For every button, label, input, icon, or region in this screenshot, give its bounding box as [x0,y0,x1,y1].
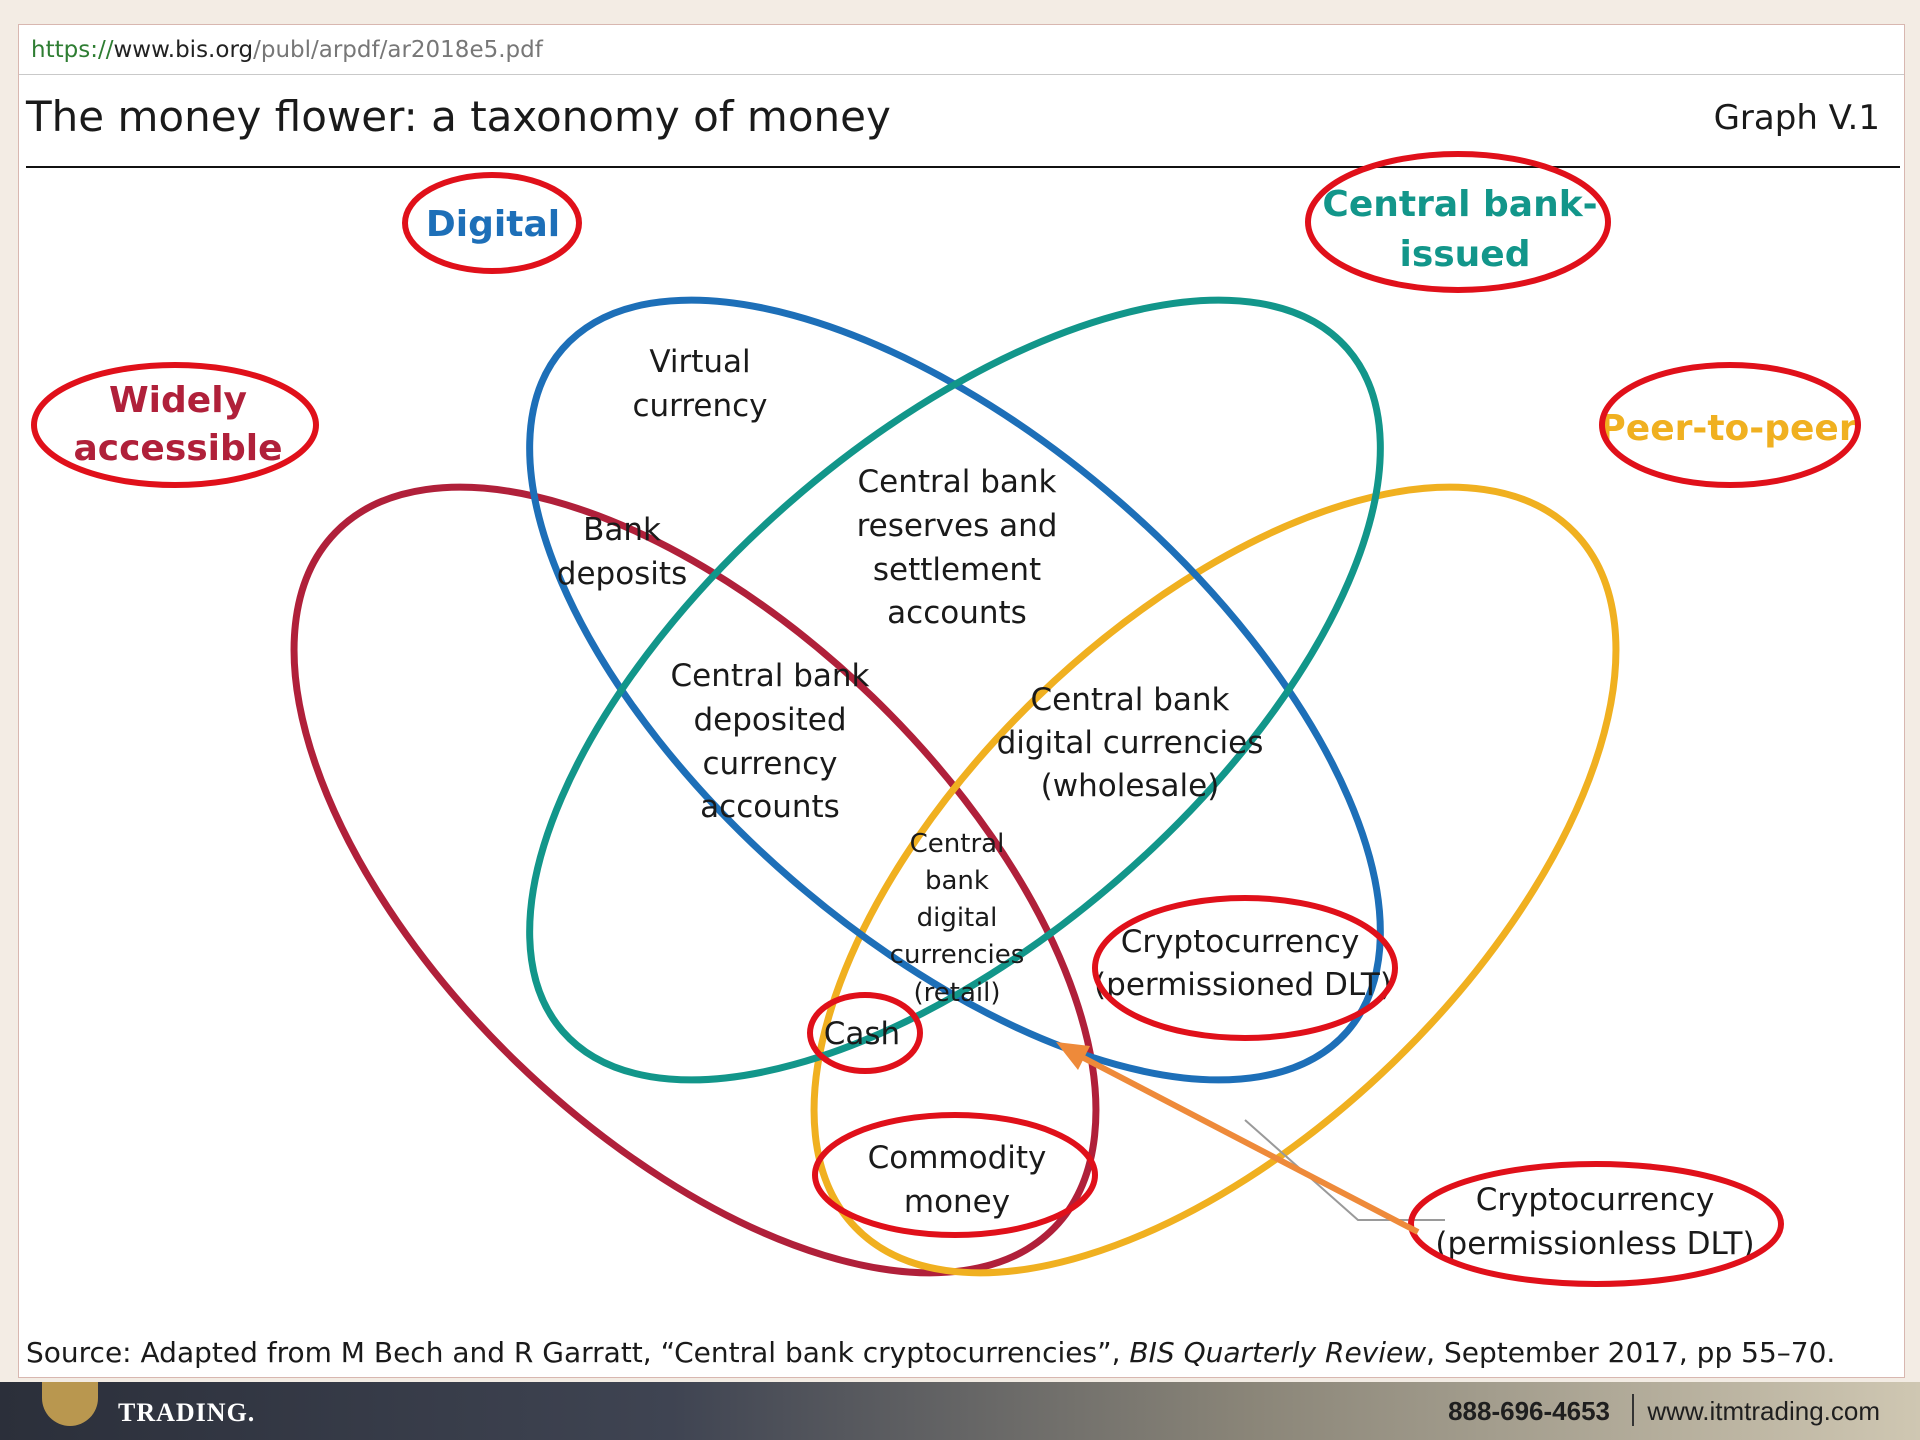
region-cash: Cash [824,1016,900,1052]
region-crypto-permissionless-1: Cryptocurrency [1476,1182,1715,1218]
label-digital: Digital [426,204,560,245]
label-widely-accessible-2: accessible [73,428,282,469]
region-virtual-1: Virtual [649,344,750,380]
footer-website[interactable]: www.itmtrading.com [1647,1396,1880,1426]
highlight-peer-to-peer [1599,362,1861,488]
region-retail-3: digital [917,903,998,933]
region-reserves-2: reserves and [857,508,1058,544]
footer-bar: TRADING. 888-696-4653 www.itmtrading.com [0,1382,1920,1440]
region-wholesale-2: digital currencies [997,725,1264,761]
source-note: Source: Adapted from M Bech and R Garrat… [26,1336,1835,1369]
footer-separator [1632,1394,1634,1426]
graph-number: Graph V.1 [1713,98,1880,138]
region-commodity-1: Commodity [868,1140,1047,1176]
region-deposited-3: currency [702,746,837,782]
highlight-commodity [812,1112,1098,1238]
title-rule [26,166,1900,168]
petal-peer-to-peer [810,483,1620,1277]
figure-title: The money flower: a taxonomy of money [26,92,891,141]
label-central-bank-issued-1: Central bank- [1322,184,1597,225]
highlight-digital [402,172,582,274]
region-retail-4: currencies [890,940,1025,970]
region-crypto-permissioned-2: (permissioned DLT) [1094,967,1392,1003]
url-scheme: https:// [31,37,114,63]
region-commodity-2: money [904,1184,1010,1220]
region-crypto-permissioned-1: Cryptocurrency [1121,924,1360,960]
region-retail-2: bank [925,866,989,896]
url-host: www.bis.org [113,37,254,63]
itm-logo-icon [42,1382,98,1426]
footer-phone: 888-696-4653 [1448,1396,1610,1426]
pointer-arrow-shaft [1074,1051,1420,1235]
source-suffix: , September 2017, pp 55–70. [1426,1336,1836,1369]
highlight-crypto-permissioned [1092,895,1398,1041]
leader-line [1244,1119,1445,1221]
region-deposited-1: Central bank [670,658,869,694]
url-bar[interactable]: https://www.bis.org/publ/arpdf/ar2018e5.… [19,25,1904,75]
region-retail-5: (retail) [914,978,1001,1008]
document-frame: https://www.bis.org/publ/arpdf/ar2018e5.… [18,24,1905,1378]
pointer-arrow-head [1056,1042,1090,1070]
url-path: /publ/arpdf/ar2018e5.pdf [253,37,543,63]
highlight-widely-accessible [31,362,319,488]
region-virtual-2: currency [632,388,767,424]
label-widely-accessible-1: Widely [109,380,247,421]
region-deposits-1: Bank [583,512,661,548]
region-deposited-4: accounts [700,789,840,825]
region-wholesale-1: Central bank [1030,682,1229,718]
source-prefix: Source: Adapted from M Bech and R Garrat… [26,1336,1130,1369]
highlight-cash [807,992,923,1074]
highlight-central-bank-issued [1305,151,1611,293]
region-reserves-3: settlement [873,552,1041,588]
region-deposited-2: deposited [693,702,846,738]
region-crypto-permissionless-2: (permissionless DLT) [1435,1226,1754,1262]
label-central-bank-issued-2: issued [1399,234,1530,275]
region-wholesale-3: (wholesale) [1041,768,1220,804]
label-peer-to-peer: Peer-to-peer [1599,408,1856,449]
itm-logo-text: TRADING. [118,1398,256,1427]
source-journal: BIS Quarterly Review [1129,1336,1427,1369]
region-reserves-1: Central bank [857,464,1056,500]
petal-widely-accessible [290,483,1100,1277]
petal-central-bank-issued [526,296,1384,1084]
region-deposits-2: deposits [557,556,687,592]
petal-digital [526,296,1384,1084]
region-reserves-4: accounts [887,595,1027,631]
highlight-crypto-permissionless [1408,1161,1784,1287]
region-retail-1: Central [910,829,1005,859]
